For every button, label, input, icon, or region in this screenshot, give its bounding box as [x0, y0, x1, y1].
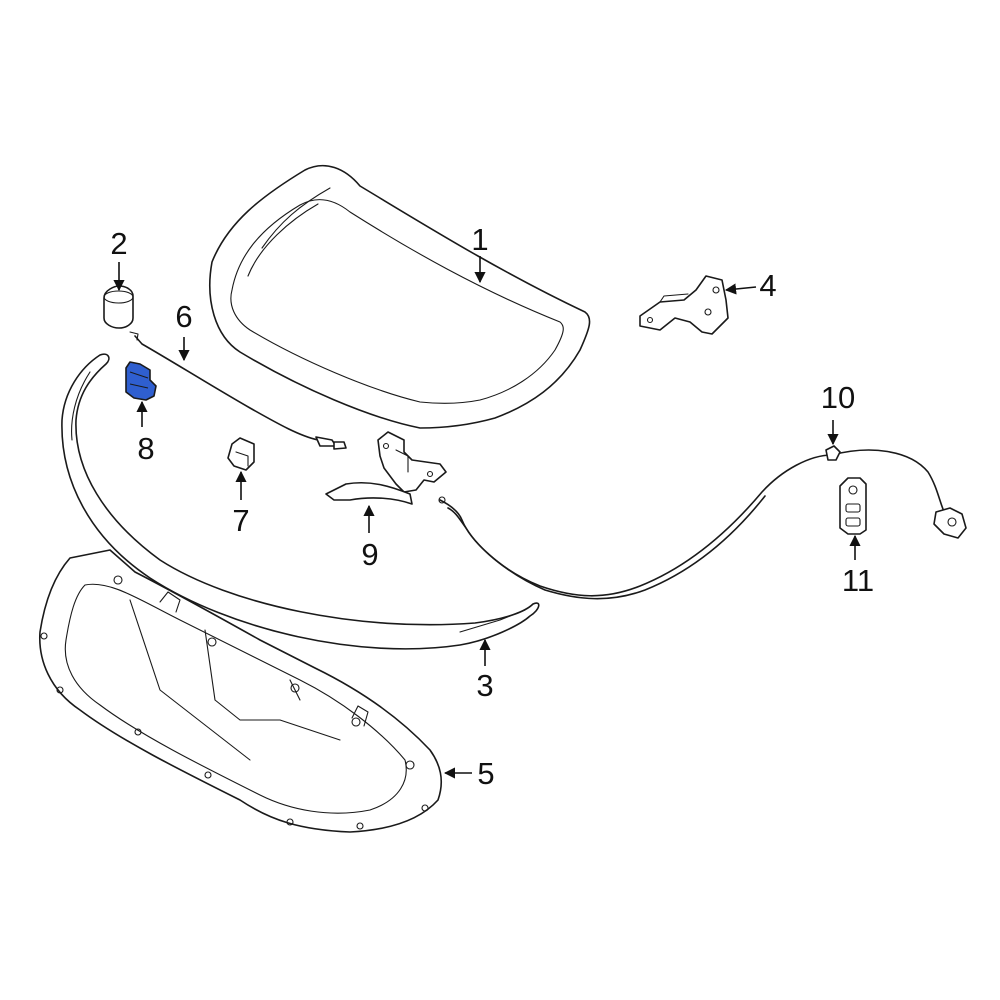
release-cable[interactable] [438, 445, 967, 600]
callout-5[interactable]: 5 [477, 756, 494, 791]
callout-7[interactable]: 7 [232, 503, 249, 538]
callout-9[interactable]: 9 [361, 537, 378, 572]
hood-seal[interactable] [61, 353, 540, 650]
callout-3[interactable]: 3 [476, 668, 493, 703]
highlighted-bracket-part-8[interactable] [125, 361, 157, 401]
callout-4[interactable]: 4 [759, 268, 776, 303]
leader-4 [724, 283, 757, 295]
callout-11[interactable]: 11 [842, 563, 874, 598]
callout-2[interactable]: 2 [110, 226, 127, 261]
hood-insulator[interactable] [39, 549, 442, 833]
release-handle-bracket[interactable] [839, 477, 867, 535]
callout-leaders [113, 256, 861, 779]
hood-panel[interactable] [209, 164, 591, 429]
callout-8[interactable]: 8 [137, 431, 154, 466]
prop-rod[interactable] [129, 331, 347, 450]
hood-hinge[interactable] [639, 275, 729, 335]
callout-10[interactable]: 10 [821, 380, 855, 415]
callout-labels: 1 2 3 4 5 6 7 8 9 10 11 [110, 222, 874, 791]
callout-1[interactable]: 1 [471, 222, 488, 257]
callout-6[interactable]: 6 [175, 299, 192, 334]
hood-bumper[interactable] [103, 285, 134, 329]
prop-rod-clip[interactable] [227, 437, 255, 471]
hood-latch[interactable] [325, 431, 447, 505]
